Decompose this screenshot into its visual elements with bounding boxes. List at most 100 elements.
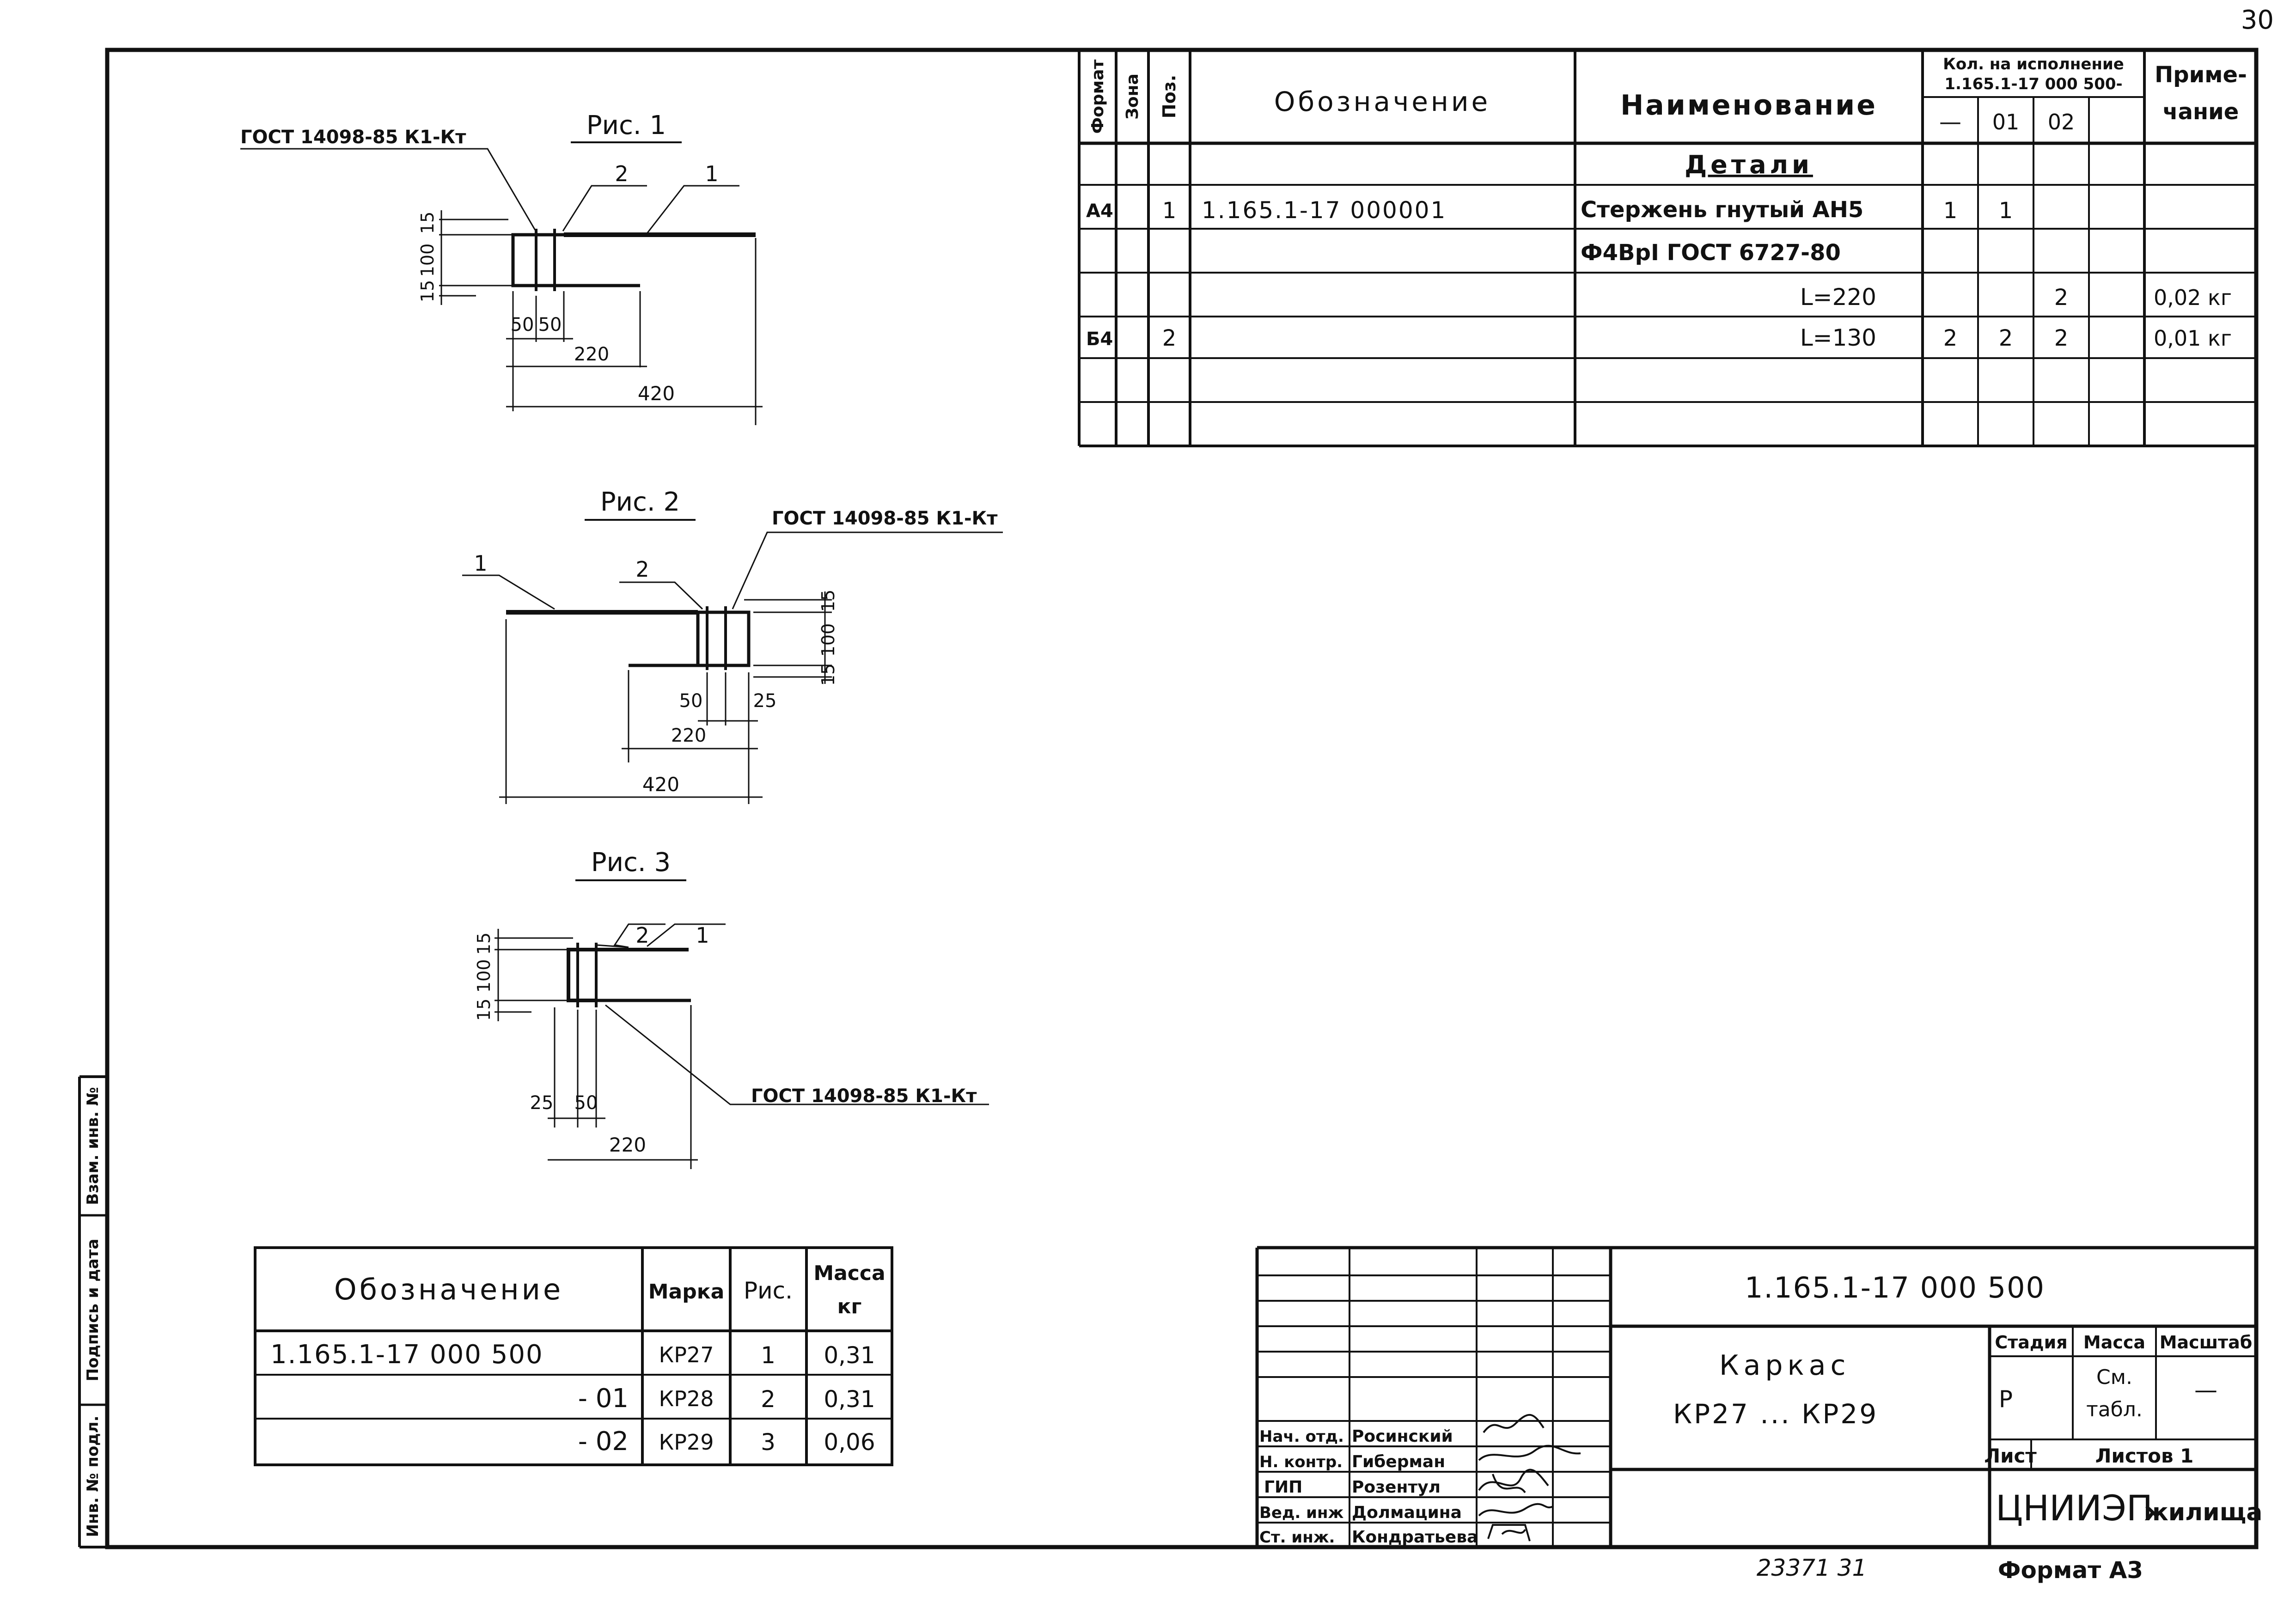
spec-row-4-format: Б4	[1086, 329, 1113, 350]
fig1-dim-top: 15	[417, 212, 438, 234]
title-sheet-label: Лист	[1984, 1445, 2037, 1467]
spec-header-pos: Поз.	[1159, 75, 1179, 118]
fig1-dimension-lines	[240, 148, 763, 425]
variants-row-2-mark: КР28	[659, 1386, 714, 1411]
spec-header-note-1: Приме-	[2155, 62, 2247, 88]
spec-header-zone: Зона	[1123, 73, 1142, 119]
strip-label-signature-date: Подпись и дата	[84, 1239, 102, 1382]
fig1-callout-2: 2	[615, 161, 628, 186]
spec-row-4-q2: 2	[2054, 325, 2069, 351]
fig3-dimension-lines	[495, 923, 989, 1169]
title-scale-value: —	[2194, 1377, 2217, 1403]
signer-3-name: Розентул	[1352, 1478, 1441, 1497]
spec-row-4-q0: 2	[1943, 325, 1958, 351]
title-org-name-1: ЦНИИЭП	[1996, 1487, 2153, 1529]
title-mass-value-1: См.	[2096, 1365, 2132, 1389]
strip-label-replacement-inv: Взам. инв. №	[84, 1087, 102, 1205]
spec-row-2-name: Ф4ВрI ГОСТ 6727-80	[1581, 240, 1841, 266]
signer-5-role: Ст. инж.	[1259, 1528, 1335, 1547]
spec-header-qty-code: 1.165.1-17 000 500-	[1944, 75, 2122, 93]
fig1-dim-b: 50	[538, 314, 562, 335]
variants-row-2-designation: - 01	[578, 1384, 629, 1414]
variants-table	[254, 1246, 893, 1466]
fig1-dim-a: 50	[511, 314, 534, 335]
spec-section-title: Детали	[1685, 150, 1813, 179]
variants-row-2-mass: 0,31	[824, 1386, 875, 1413]
fig2-dim-mid: 100	[818, 623, 838, 657]
variants-row-2-fig: 2	[761, 1386, 776, 1413]
fig3-weld-label: ГОСТ 14098-85 К1-Кт	[751, 1085, 977, 1107]
title-sheets-label: Листов 1	[2095, 1445, 2194, 1467]
title-mass-label: Масса	[2083, 1332, 2145, 1353]
spec-row-4-q1: 2	[1999, 325, 2013, 351]
title-org-name-2: жилища	[2144, 1499, 2262, 1526]
title-doc-code: 1.165.1-17 000 500	[1745, 1271, 2045, 1304]
fig1-dim-bot: 15	[417, 280, 438, 302]
variants-row-3-mark: КР29	[659, 1430, 714, 1455]
handwritten-signatures	[1478, 1414, 1581, 1542]
format-label: Формат А3	[1998, 1557, 2143, 1584]
title-stage-value: Р	[1999, 1386, 2013, 1413]
fig1-callout-1: 1	[705, 161, 718, 186]
fig2-dim-b: 25	[753, 690, 777, 712]
variants-header-designation: Обозначение	[334, 1273, 563, 1306]
spec-header-name: Наименование	[1620, 89, 1877, 122]
title-scale-label: Масштаб	[2160, 1332, 2253, 1353]
spec-row-4-pos: 2	[1162, 325, 1177, 351]
fig1-bars	[511, 229, 756, 291]
fig3-dim-b: 50	[574, 1092, 598, 1114]
title-product-marks: КР27 ... КР29	[1673, 1398, 1878, 1430]
fig3-callout-2: 2	[635, 923, 649, 948]
page-number: 30	[2241, 5, 2274, 35]
variants-row-1-mass: 0,31	[824, 1342, 875, 1369]
fig3-dim-bot: 15	[474, 999, 494, 1021]
fig2-dim-a: 50	[679, 690, 703, 712]
signer-2-role: Н. контр.	[1259, 1453, 1343, 1471]
spec-row-1-q0: 1	[1943, 198, 1958, 224]
fig2-dim-d: 420	[642, 773, 679, 796]
spec-header-format: Формат	[1088, 59, 1107, 134]
spec-row-3-note: 0,02 кг	[2154, 285, 2232, 310]
spec-header-qty-title: Кол. на исполнение	[1943, 55, 2124, 73]
variants-row-3-designation: - 02	[578, 1426, 629, 1457]
spec-row-1-name: Стержень гнутый АН5	[1581, 197, 1863, 223]
fig3-dim-c: 220	[609, 1134, 646, 1156]
archive-number: 23371 31	[1757, 1554, 1867, 1581]
fig2-dimension-lines	[462, 531, 1003, 804]
fig1-title: Рис. 1	[586, 110, 666, 140]
signer-1-name: Росинский	[1352, 1427, 1453, 1446]
title-product-name: Каркас	[1719, 1349, 1850, 1382]
fig1-dim-c: 220	[574, 344, 609, 365]
signer-2-name: Гиберман	[1352, 1452, 1445, 1471]
spec-row-4-note: 0,01 кг	[2154, 326, 2232, 351]
signer-1-role: Нач. отд.	[1259, 1427, 1344, 1446]
fig2-dim-top: 15	[818, 590, 838, 612]
spec-row-1-designation: 1.165.1-17 000001	[1202, 197, 1447, 224]
title-stage-label: Стадия	[1995, 1332, 2067, 1353]
variants-row-1-fig: 1	[761, 1342, 776, 1369]
fig3-dim-top: 15	[474, 933, 494, 955]
variants-header-fig: Рис.	[744, 1277, 793, 1304]
spec-header-qty-col-2: 02	[2048, 110, 2075, 134]
fig2-title: Рис. 2	[600, 487, 680, 517]
fig1-weld-label: ГОСТ 14098-85 К1-Кт	[240, 127, 466, 148]
fig3-title: Рис. 3	[591, 847, 671, 878]
fig2-weld-label: ГОСТ 14098-85 К1-Кт	[772, 508, 998, 529]
signer-4-role: Вед. инж	[1259, 1504, 1344, 1522]
fig3-bars	[567, 943, 691, 1007]
spec-header-qty-col-0: —	[1939, 109, 1961, 135]
spec-row-1-format: А4	[1086, 201, 1113, 222]
variants-row-3-fig: 3	[761, 1429, 776, 1456]
spec-header-designation: Обозначение	[1274, 86, 1490, 117]
signer-3-role: ГИП	[1264, 1478, 1302, 1497]
signer-5-name: Кондратьева	[1352, 1528, 1478, 1547]
fig2-dim-c: 220	[671, 725, 706, 746]
variants-header-mass-2: кг	[837, 1295, 862, 1318]
fig2-callout-1: 1	[474, 551, 487, 576]
title-mass-value-2: табл.	[2086, 1398, 2143, 1421]
sheet-frame	[78, 48, 2259, 1549]
figure-1: Рис. 1 ГОСТ 14098-85 К1-Кт 15 100 15 50 …	[240, 110, 763, 425]
variants-row-1-designation: 1.165.1-17 000 500	[270, 1340, 543, 1370]
fig2-callout-2: 2	[635, 557, 649, 582]
